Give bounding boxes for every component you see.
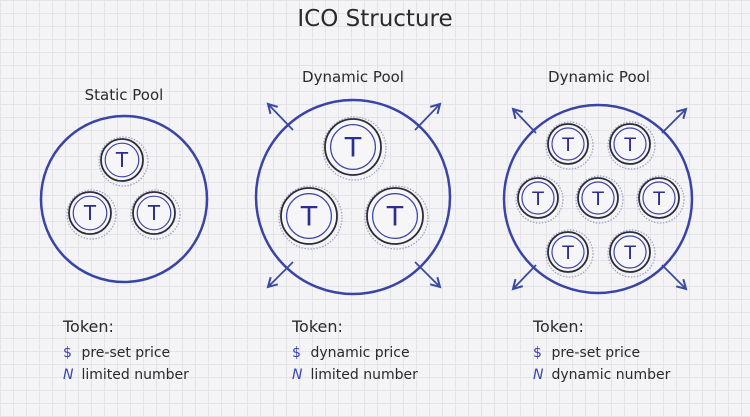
legend-price-row: $ pre-set price — [63, 342, 189, 364]
pool-label-dynamic-price: Dynamic Pool — [302, 68, 404, 86]
legend-static-pool: Token: $ pre-set price N limited number — [63, 317, 189, 386]
dollar-icon: $ — [292, 345, 301, 361]
dynamic-price-pool-tokens: T T T — [278, 116, 429, 250]
legend-price-text: dynamic price — [310, 345, 410, 361]
pool-label-static: Static Pool — [84, 86, 164, 104]
token-symbol: T — [561, 134, 574, 156]
pool-label-dynamic-number: Dynamic Pool — [548, 68, 650, 86]
token-coin: T — [130, 189, 181, 240]
token-coin: T — [364, 185, 429, 250]
token-coin: T — [278, 185, 343, 250]
dynamic-price-pool-expand-arrows — [266, 102, 442, 289]
token-coin: T — [322, 116, 387, 181]
expand-arrow-up-right — [661, 107, 688, 134]
static-pool-circle — [39, 114, 209, 284]
token-coin: T — [607, 121, 656, 170]
legend-dynamic-price-pool: Token: $ dynamic price N limited number — [292, 317, 418, 386]
expand-arrow-down-left — [511, 264, 537, 291]
token-symbol: T — [147, 201, 161, 225]
legend-heading: Token: — [63, 317, 114, 336]
expand-arrow-down-right — [414, 261, 442, 289]
token-coin: T — [98, 136, 149, 187]
legend-dynamic-number-pool: Token: $ pre-set price N dynamic number — [533, 317, 670, 386]
expand-arrow-down-right — [661, 264, 688, 291]
token-coin: T — [66, 189, 117, 240]
legend-price-row: $ pre-set price — [533, 342, 670, 364]
legend-price-text: pre-set price — [551, 345, 641, 361]
token-coin: T — [545, 229, 594, 278]
token-symbol: T — [623, 134, 636, 156]
dynamic-price-pool-circle — [254, 98, 452, 296]
legend-price-row: $ dynamic price — [292, 342, 418, 364]
dynamic-number-pool-expand-arrows — [511, 107, 688, 291]
expand-arrow-down-left — [266, 261, 294, 289]
token-symbol: T — [83, 201, 97, 225]
token-symbol: T — [344, 133, 362, 164]
legend-number-text: dynamic number — [551, 367, 671, 383]
legend-price-text: pre-set price — [81, 345, 171, 361]
expand-arrow-up-left — [511, 107, 537, 134]
dynamic-number-pool-tokens: T T T T T T T — [515, 121, 685, 278]
expand-arrow-up-right — [414, 102, 442, 131]
dynamic-number-pool-circle — [502, 103, 694, 295]
token-symbol: T — [591, 188, 604, 210]
token-coin: T — [636, 175, 685, 224]
n-icon: N — [292, 367, 303, 383]
static-pool-tokens: T T T — [66, 136, 181, 240]
token-symbol: T — [561, 242, 574, 264]
token-symbol: T — [300, 202, 318, 233]
n-icon: N — [63, 367, 74, 383]
token-coin: T — [607, 229, 656, 278]
n-icon: N — [533, 367, 544, 383]
legend-heading: Token: — [533, 317, 584, 336]
diagram-title: ICO Structure — [297, 6, 453, 32]
legend-number-row: N limited number — [63, 364, 189, 386]
token-symbol: T — [652, 188, 665, 210]
token-symbol: T — [115, 148, 129, 172]
token-coin: T — [515, 175, 564, 224]
legend-number-row: N limited number — [292, 364, 418, 386]
token-coin: T — [575, 175, 624, 224]
token-symbol: T — [386, 202, 404, 233]
token-symbol: T — [531, 188, 544, 210]
dollar-icon: $ — [533, 345, 542, 361]
legend-number-text: limited number — [81, 367, 189, 383]
legend-number-text: limited number — [310, 367, 418, 383]
token-coin: T — [545, 121, 594, 170]
legend-number-row: N dynamic number — [533, 364, 670, 386]
expand-arrow-up-left — [266, 102, 294, 131]
legend-heading: Token: — [292, 317, 343, 336]
token-symbol: T — [623, 242, 636, 264]
dollar-icon: $ — [63, 345, 72, 361]
